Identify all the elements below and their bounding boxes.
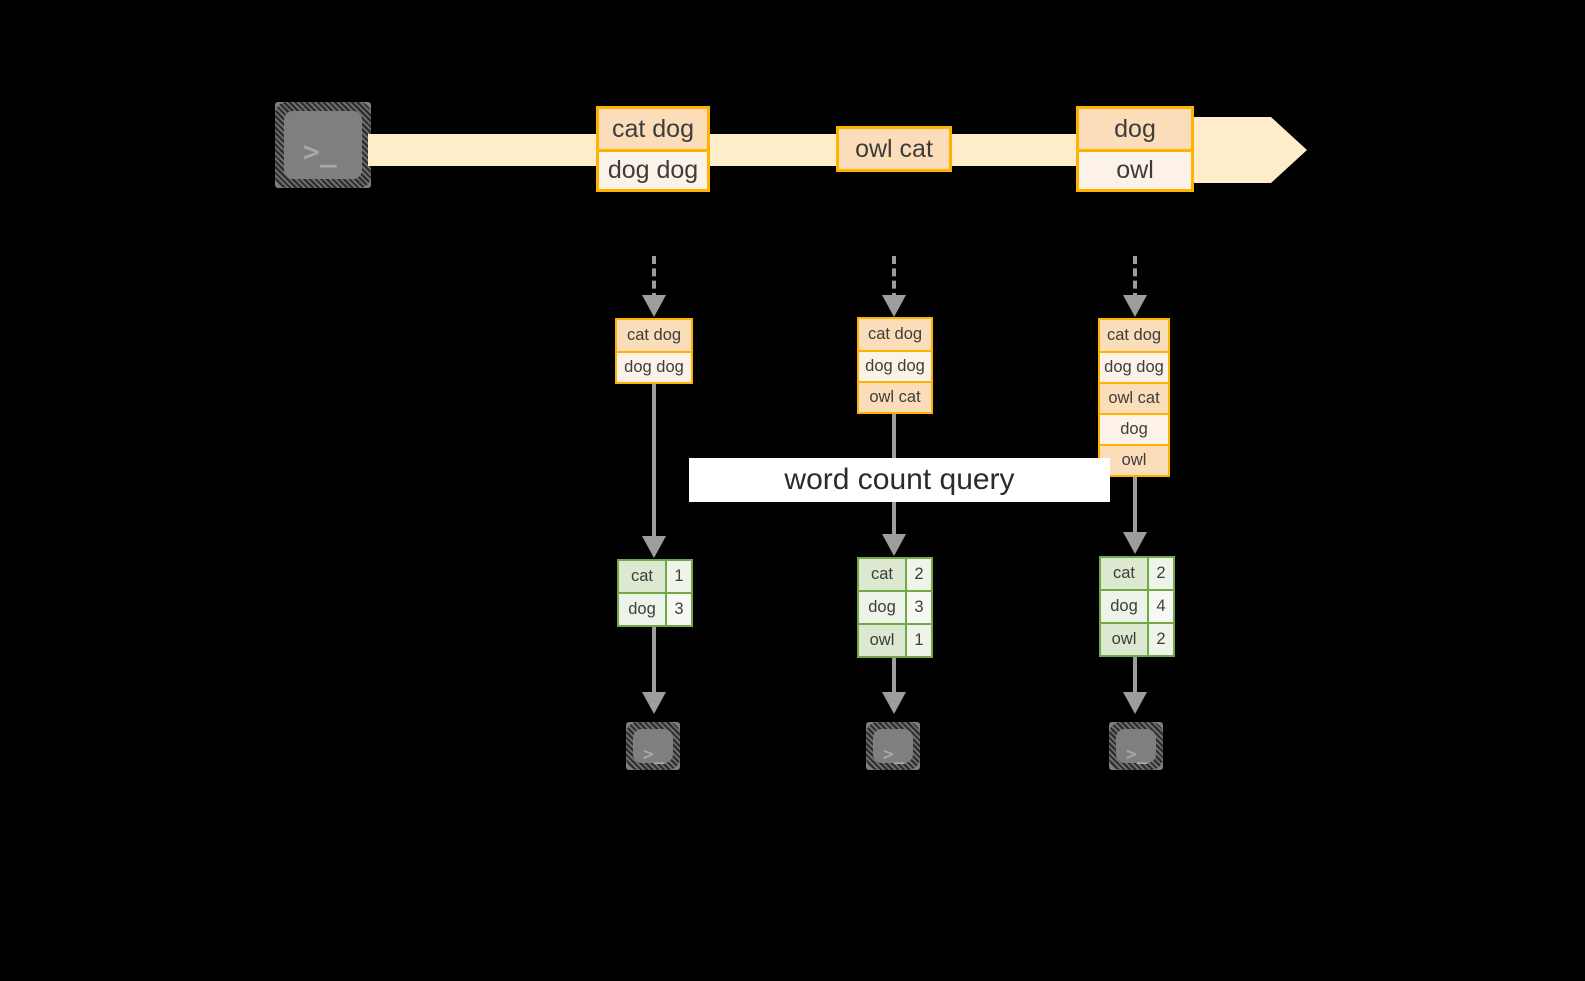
terminal-prompt-glyph: >_ [303, 135, 337, 168]
result-count: 2 [1147, 558, 1173, 589]
result-count: 2 [1147, 624, 1173, 655]
terminal-body [284, 111, 362, 179]
input-line: cat dog [617, 320, 691, 351]
snapshot-1-sink-connector [652, 622, 656, 695]
stream-to-input-connector-2 [892, 256, 896, 301]
record-line: cat dog [599, 109, 707, 149]
terminal-prompt-glyph: >_ [1126, 744, 1148, 765]
stream-record-group-2: owl cat [836, 126, 952, 172]
source-terminal-icon: >_ [266, 93, 380, 197]
snapshot-3-sink-connector [1133, 652, 1137, 695]
result-word: dog [1101, 591, 1147, 622]
snapshot-3-sink-terminal-icon: >_ [1100, 713, 1172, 779]
input-line: dog dog [859, 350, 931, 381]
terminal-body [1116, 729, 1156, 763]
result-word: owl [1101, 624, 1147, 655]
arrowhead-icon [882, 295, 906, 317]
record-line: dog dog [599, 149, 707, 189]
snapshot-3-input-box: cat dog dog dog owl cat dog owl [1098, 318, 1170, 477]
stream-band-segment [368, 134, 600, 166]
result-count: 3 [905, 592, 931, 623]
arrowhead-icon [882, 534, 906, 556]
snapshot-3-query-connector [1133, 474, 1137, 536]
stream-arrow-icon [1271, 117, 1307, 183]
table-row: owl 1 [859, 623, 931, 656]
snapshot-1-input-box: cat dog dog dog [615, 318, 693, 384]
table-row: owl 2 [1101, 622, 1173, 655]
stream-band-segment [710, 134, 838, 166]
input-line: cat dog [1100, 320, 1168, 351]
snapshot-1-sink-terminal-icon: >_ [617, 713, 689, 779]
input-line: owl cat [1100, 382, 1168, 413]
result-count: 2 [905, 559, 931, 590]
table-row: cat 2 [859, 559, 931, 590]
query-label: word count query [784, 463, 1015, 496]
snapshot-1-query-connector [652, 382, 656, 540]
snapshot-2-result-table: cat 2 dog 3 owl 1 [857, 557, 933, 658]
arrowhead-icon [1123, 295, 1147, 317]
arrowhead-icon [642, 692, 666, 714]
table-row: dog 4 [1101, 589, 1173, 622]
arrowhead-icon [642, 295, 666, 317]
arrowhead-icon [882, 692, 906, 714]
record-line: owl [1079, 149, 1191, 189]
input-line: dog [1100, 413, 1168, 444]
terminal-prompt-glyph: >_ [643, 744, 665, 765]
table-row: cat 1 [619, 561, 691, 592]
result-word: cat [1101, 558, 1147, 589]
stream-record-group-1: cat dog dog dog [596, 106, 710, 192]
arrowhead-icon [1123, 532, 1147, 554]
stream-to-input-connector-1 [652, 256, 656, 301]
record-line: dog [1079, 109, 1191, 149]
input-line: cat dog [859, 319, 931, 350]
table-row: cat 2 [1101, 558, 1173, 589]
result-word: dog [619, 594, 665, 625]
result-word: dog [859, 592, 905, 623]
stream-record-group-3: dog owl [1076, 106, 1194, 192]
snapshot-2-input-box: cat dog dog dog owl cat [857, 317, 933, 414]
result-count: 1 [665, 561, 691, 592]
terminal-body [633, 729, 673, 763]
stream-to-input-connector-3 [1133, 256, 1137, 301]
snapshot-1-result-table: cat 1 dog 3 [617, 559, 693, 627]
snapshot-2-sink-terminal-icon: >_ [857, 713, 929, 779]
stream-band-segment [952, 134, 1076, 166]
terminal-prompt-glyph: >_ [883, 744, 905, 765]
input-line: owl cat [859, 381, 931, 412]
input-line: owl [1100, 444, 1168, 475]
table-row: dog 3 [619, 592, 691, 625]
result-word: cat [619, 561, 665, 592]
input-line: dog dog [617, 351, 691, 382]
arrowhead-icon [642, 536, 666, 558]
result-count: 1 [905, 625, 931, 656]
input-line: dog dog [1100, 351, 1168, 382]
record-line: owl cat [839, 129, 949, 169]
result-count: 3 [665, 594, 691, 625]
table-row: dog 3 [859, 590, 931, 623]
result-word: owl [859, 625, 905, 656]
snapshot-3-result-table: cat 2 dog 4 owl 2 [1099, 556, 1175, 657]
arrowhead-icon [1123, 692, 1147, 714]
snapshot-2-sink-connector [892, 653, 896, 695]
result-count: 4 [1147, 591, 1173, 622]
query-label-band: word count query [689, 458, 1110, 502]
stream-band-segment [1193, 117, 1271, 183]
terminal-body [873, 729, 913, 763]
result-word: cat [859, 559, 905, 590]
